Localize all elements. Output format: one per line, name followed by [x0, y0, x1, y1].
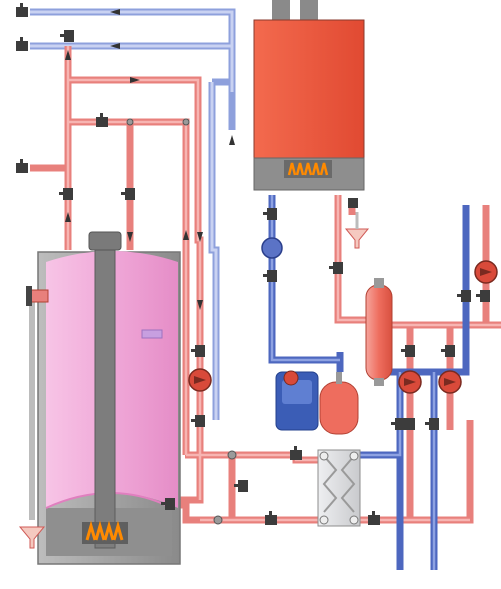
ball-valve-icon [265, 511, 277, 525]
ball-valve-icon [191, 415, 205, 427]
pipe-fittings [126, 118, 237, 525]
flow-arrow-icon [197, 300, 203, 310]
flow-arrow-icon [65, 212, 71, 222]
flow-arrow-icon [130, 77, 140, 83]
tank-side-port [141, 329, 163, 339]
ball-valve-icon [391, 418, 405, 430]
boiler-vent-left [272, 0, 290, 20]
flow-arrow-icon [127, 232, 133, 242]
flow-arrow-icon [229, 135, 235, 145]
circulator-pumps [188, 237, 498, 394]
ball-valve-icon [60, 30, 74, 42]
circulator-pump-icon [438, 370, 462, 394]
burner-flame-icon [82, 520, 128, 544]
flow-arrow-icon [110, 43, 120, 49]
ball-valve-icon [16, 159, 28, 173]
circulator-pump-icon [261, 237, 283, 259]
flow-arrow-icon [110, 9, 120, 15]
ball-valve-icon [329, 262, 343, 274]
flow-arrow-icon [183, 230, 189, 240]
ball-valve-icon [457, 290, 471, 302]
ball-valve-icon [368, 511, 380, 525]
ball-valve-icon [16, 3, 28, 17]
boiler-cabinet [253, 19, 365, 161]
ball-valve-icon [191, 345, 205, 357]
ball-valve-icon [59, 188, 73, 200]
indirect-water-heater [37, 231, 181, 565]
drain-funnel-icon [344, 212, 370, 249]
ball-valve-icon [234, 480, 248, 492]
ball-valve-icon [441, 345, 455, 357]
ball-valve-icon [161, 498, 175, 510]
ball-valve-icon [16, 37, 28, 51]
flow-direction-arrows [65, 9, 235, 310]
circulator-pump-icon [398, 370, 422, 394]
expansion-tank-icon [319, 372, 359, 435]
wall-boiler [253, 0, 365, 191]
ball-valve-icon [348, 198, 358, 208]
boiler-vent-right [300, 0, 318, 20]
circulator-pump-icon [188, 368, 212, 392]
flow-arrow-icon [65, 50, 71, 60]
hydraulic-separator-icon [365, 278, 393, 386]
ball-valve-icon [121, 188, 135, 200]
ball-valves [16, 3, 490, 525]
ball-valve-icon [401, 345, 415, 357]
circulator-pump-icon [474, 260, 498, 284]
ball-valve-icon [263, 208, 277, 220]
flow-arrow-icon [197, 232, 203, 242]
flue-pipe [94, 247, 116, 549]
ball-valve-icon [425, 418, 439, 430]
plate-heat-exchanger-icon [317, 449, 361, 527]
ball-valve-icon [476, 290, 490, 302]
flue-cap [88, 231, 122, 251]
ball-valve-icon [290, 446, 302, 460]
burner-flame-icon [284, 160, 332, 178]
makeup-water-unit [275, 370, 319, 431]
ball-valve-icon [96, 113, 108, 127]
drain-funnel-icon [18, 526, 46, 549]
relief-valve [26, 286, 49, 306]
ball-valve-icon [263, 270, 277, 282]
